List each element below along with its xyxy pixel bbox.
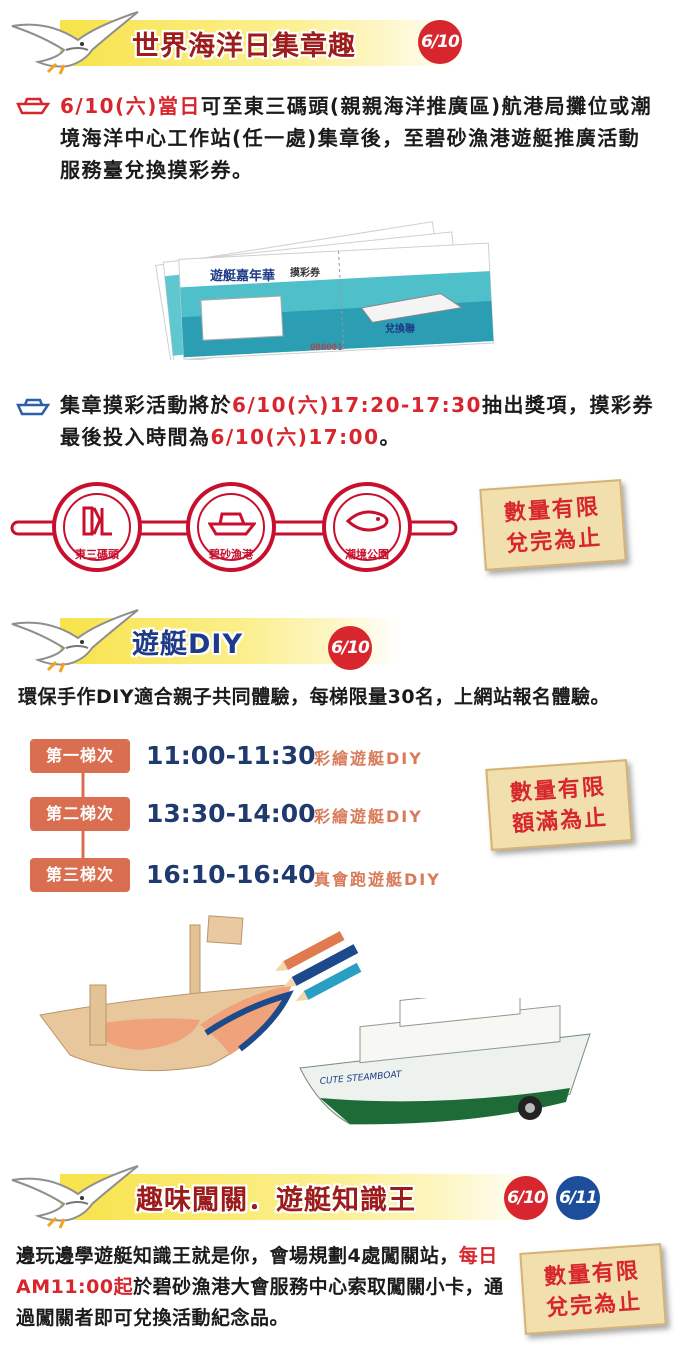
limited-quantity-stamp: 數量有限 兌完為止 — [479, 479, 627, 571]
diy-intro-text: 環保手作DIY適合親子共同體驗，每梯限量30名，上網站報名體驗。 — [18, 686, 611, 708]
ticket-serial: 000001 — [310, 343, 343, 353]
collect-stamp-paragraph: 6/10(六)當日可至東三碼頭(親親海洋推廣區)航港局攤位或潮境海洋中心工作站(… — [60, 94, 653, 182]
date-badge-6-10: 6/10 — [328, 626, 372, 670]
section2-title: 遊艇DIY — [132, 629, 244, 660]
location-circle-dongsan: 東三碼頭 — [52, 482, 142, 572]
location-circle-bisha: 碧砂漁港 — [186, 482, 276, 572]
section1-title: 世界海洋日集章趣 — [132, 31, 356, 62]
seagull-icon — [11, 1165, 139, 1229]
date-badge-6-11: 6/11 — [556, 1176, 600, 1220]
location-label: 潮境公園 — [345, 548, 389, 561]
limited-quantity-stamp: 數量有限 額滿為止 — [485, 759, 633, 851]
seagull-icon — [11, 11, 139, 75]
session-2-tag: 第二梯次 — [30, 797, 130, 831]
section1-header-band — [60, 20, 460, 66]
location-label: 東三碼頭 — [75, 548, 119, 561]
wooden-boat-image — [39, 915, 294, 1072]
location-circle-chaojing: 潮境公園 — [322, 482, 412, 572]
ticket-stub-title: 兌換聯 — [385, 322, 415, 335]
session-2-desc: 彩繪遊艇DIY — [314, 807, 423, 826]
session-3-desc: 真會跑遊艇DIY — [314, 870, 441, 889]
section3-header-band — [60, 1174, 540, 1220]
ticket-title: 摸彩券 — [290, 266, 321, 279]
date-badge-6-10: 6/10 — [418, 20, 462, 64]
session-2-time: 13:30-14:00 — [146, 799, 316, 828]
session-1-desc: 彩繪遊艇DIY — [314, 749, 423, 768]
knowledge-king-paragraph: 邊玩邊學遊艇知識王就是你，會場規劃4處闖關站，每日AM11:00起於碧砂漁港大會… — [16, 1245, 504, 1329]
session-1-tag: 第一梯次 — [30, 739, 130, 773]
session-3-time: 16:10-16:40 — [146, 860, 316, 889]
limited-quantity-stamp: 數量有限 兌完為止 — [519, 1243, 667, 1335]
lottery-draw-paragraph: 集章摸彩活動將於6/10(六)17:20-17:30抽出獎項，摸彩券最後投入時間… — [60, 393, 654, 449]
session-3-tag: 第三梯次 — [30, 858, 130, 892]
section3-title: 趣味闖關．遊艇知識王 — [136, 1185, 416, 1216]
paper-steamboat-image: CUTE STEAMBOAT — [299, 998, 591, 1125]
location-label: 碧砂漁港 — [209, 548, 253, 561]
date-highlight: 6/10(六)當日 — [60, 94, 201, 118]
pier-icon — [82, 506, 112, 536]
lottery-tickets-image: 遊艇嘉年華 摸彩券 兌換聯 000001 — [155, 221, 495, 360]
boat-bullet-icon — [16, 398, 50, 416]
boat-icon — [208, 512, 256, 536]
fish-icon — [345, 510, 389, 532]
ticket-logo: 遊艇嘉年華 — [210, 268, 275, 284]
boat-bullet-icon — [16, 97, 50, 115]
color-pencils-icon — [275, 931, 362, 1002]
date-badge-6-10: 6/10 — [504, 1176, 548, 1220]
seagull-icon — [11, 609, 139, 673]
session-1-time: 11:00-11:30 — [146, 741, 316, 770]
